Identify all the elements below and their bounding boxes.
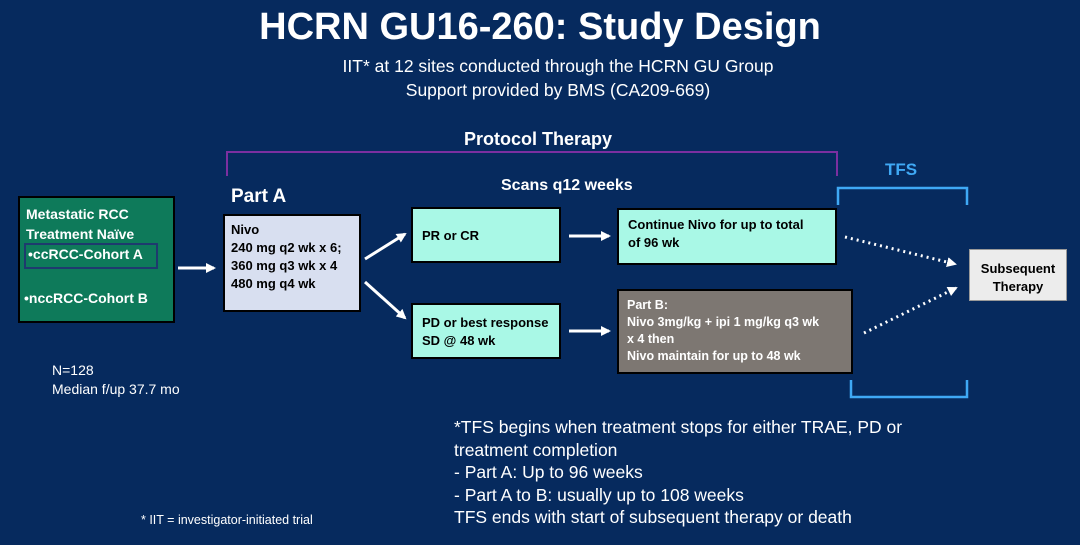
- cohort-a-label: •ccRCC-Cohort A: [24, 243, 158, 269]
- iit-definition: * IIT = investigator-initiated trial: [141, 513, 313, 527]
- footnote-line: treatment completion: [454, 439, 618, 460]
- subtitle-line-2: Support provided by BMS (CA209-669): [405, 80, 711, 100]
- cohort-b-label: •nccRCC-Cohort B: [24, 290, 148, 306]
- subtitle-line-1: IIT* at 12 sites conducted through the H…: [342, 56, 774, 76]
- tfs-bracket-bottom: [849, 380, 969, 399]
- median-followup: Median f/up 37.7 mo: [52, 381, 180, 397]
- part-a-label: Part A: [231, 186, 287, 207]
- subsequent-line: Therapy: [992, 279, 1044, 294]
- protocol-therapy-label: Protocol Therapy: [464, 129, 613, 149]
- nivo-line: 360 mg q3 wk x 4: [231, 258, 338, 273]
- footnote-line: - Part A: Up to 96 weeks: [454, 462, 643, 482]
- arrow-to-prcr: [364, 232, 407, 261]
- dotted-arrow-partb: [863, 286, 958, 335]
- tfs-bracket-top: [836, 186, 969, 205]
- metastatic-rcc-box: Metastatic RCC Treatment Naïve: [18, 196, 175, 323]
- part-b-line: Nivo 3mg/kg + ipi 1 mg/kg q3 wk: [627, 315, 820, 329]
- protocol-bracket: [226, 151, 838, 176]
- part-b-line: x 4 then: [627, 332, 675, 346]
- pd-line: PD or best response: [422, 315, 549, 330]
- footnote-line: TFS ends with start of subsequent therap…: [454, 507, 852, 527]
- pr-cr-text: PR or CR: [422, 228, 480, 243]
- subsequent-line: Subsequent: [980, 261, 1056, 276]
- tfs-footnote: *TFS begins when treatment stops for eit…: [454, 416, 902, 529]
- dotted-arrow-continue: [844, 235, 957, 267]
- study-stats: N=128 Median f/up 37.7 mo: [52, 361, 180, 399]
- slide-title: HCRN GU16-260: Study Design: [259, 6, 821, 48]
- metastatic-line1: Metastatic RCC: [26, 206, 129, 222]
- nivo-line: 480 mg q4 wk: [231, 276, 316, 291]
- part-b-box: Part B: Nivo 3mg/kg + ipi 1 mg/kg q3 wk …: [617, 289, 853, 374]
- continue-nivo-box: Continue Nivo for up to total of 96 wk: [617, 208, 837, 265]
- part-b-line: Nivo maintain for up to 48 wk: [627, 349, 801, 363]
- scans-label: Scans q12 weeks: [501, 177, 633, 194]
- pd-line: SD @ 48 wk: [422, 333, 496, 348]
- part-b-line: Part B:: [627, 298, 668, 312]
- subsequent-therapy-box: Subsequent Therapy: [969, 249, 1067, 301]
- continue-line: Continue Nivo for up to total: [628, 217, 804, 232]
- nivo-dosing-box: Nivo 240 mg q2 wk x 6; 360 mg q3 wk x 4 …: [223, 214, 361, 312]
- metastatic-line2: Treatment Naïve: [26, 226, 135, 242]
- continue-line: of 96 wk: [628, 235, 680, 250]
- nivo-line: Nivo: [231, 222, 260, 237]
- footnote-line: - Part A to B: usually up to 108 weeks: [454, 484, 744, 505]
- footnote-line: *TFS begins when treatment stops for eit…: [454, 417, 903, 437]
- sample-size: N=128: [52, 362, 94, 378]
- arrow-to-pd: [363, 280, 407, 320]
- pr-or-cr-box: PR or CR: [411, 207, 561, 263]
- pd-response-box: PD or best response SD @ 48 wk: [411, 303, 561, 359]
- tfs-label: TFS: [885, 160, 918, 179]
- nivo-line: 240 mg q2 wk x 6;: [231, 240, 342, 255]
